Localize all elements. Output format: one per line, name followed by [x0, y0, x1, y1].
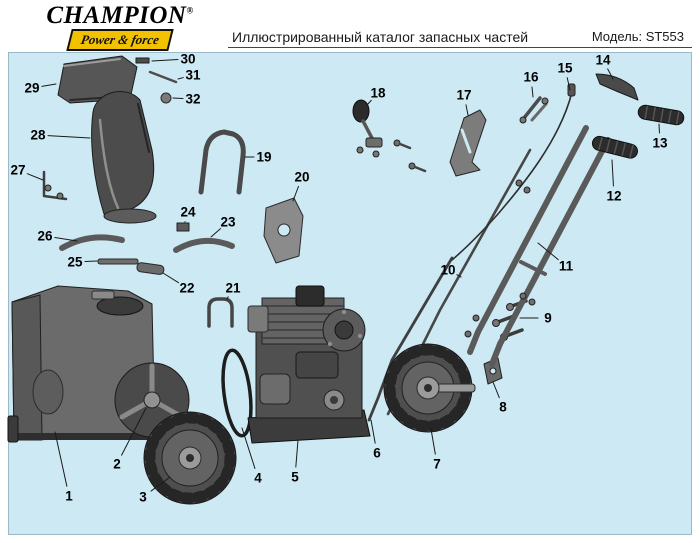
registered-mark: ®: [186, 5, 194, 16]
diagram-area: [8, 52, 692, 535]
header-rule: [228, 47, 692, 48]
header: CHAMPION® Power & force Иллюстрированный…: [0, 0, 700, 52]
model-label: Модель: ST553: [591, 29, 684, 44]
brand-tagline-box: Power & force: [66, 29, 174, 51]
brand-name: CHAMPION®: [46, 2, 194, 29]
brand-tagline: Power & force: [79, 32, 161, 47]
brand-logo: CHAMPION® Power & force: [30, 3, 210, 51]
page-title: Иллюстрированный каталог запасных частей: [232, 29, 529, 45]
